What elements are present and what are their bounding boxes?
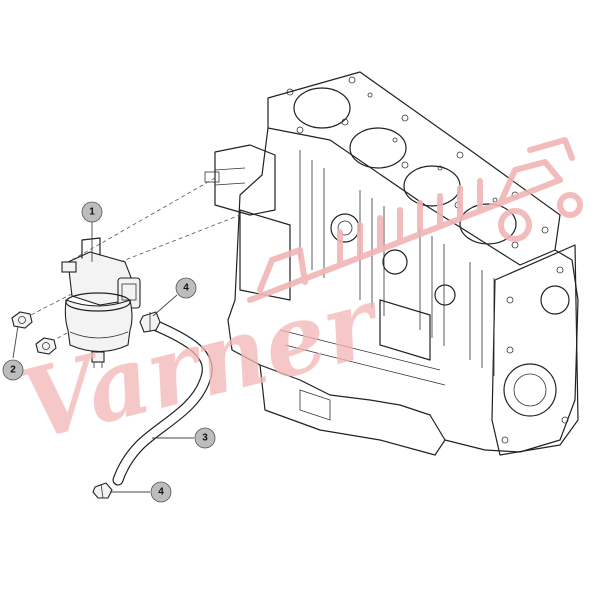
callout-4-lower: 4 bbox=[110, 481, 172, 503]
block-outline bbox=[227, 127, 579, 453]
drain-plug bbox=[91, 351, 105, 363]
fuel-inlet-fitting bbox=[61, 261, 77, 273]
cylinder-bore bbox=[349, 127, 407, 169]
cylinder-bore bbox=[459, 203, 517, 245]
hose-clamp bbox=[92, 482, 113, 499]
filter-bowl bbox=[64, 299, 133, 353]
callout-3: 3 bbox=[152, 427, 216, 449]
cylinder-head-deck bbox=[267, 71, 561, 266]
callout-1: 1 bbox=[81, 201, 103, 262]
callout-2: 2 bbox=[2, 325, 24, 381]
callout-label: 4 bbox=[158, 487, 164, 498]
callout-4-upper: 4 bbox=[152, 277, 197, 317]
block-ribs bbox=[299, 150, 495, 376]
inspection-cover bbox=[379, 299, 431, 361]
fuel-filter-assembly bbox=[61, 237, 141, 368]
callout-label: 4 bbox=[183, 283, 189, 294]
cylinder-bore bbox=[403, 165, 461, 207]
hex-nut bbox=[35, 337, 57, 355]
boss-port bbox=[382, 249, 408, 275]
side-panel bbox=[239, 209, 291, 301]
bracket-stud bbox=[204, 171, 220, 183]
coolant-port bbox=[330, 213, 360, 243]
cylinder-bore bbox=[293, 87, 351, 129]
watermark-tractor bbox=[247, 137, 583, 303]
callout-label: 2 bbox=[10, 365, 16, 376]
crankcase-lower bbox=[259, 364, 446, 456]
boss-port bbox=[434, 284, 456, 306]
callout-label: 3 bbox=[202, 433, 208, 444]
engine-block bbox=[204, 71, 579, 456]
fuel-hose bbox=[112, 318, 213, 486]
callout-label: 1 bbox=[89, 207, 95, 218]
crank-bore bbox=[503, 363, 557, 417]
rear-plate-bolts bbox=[501, 266, 569, 444]
cam-bore bbox=[540, 285, 570, 315]
rear-plate bbox=[491, 244, 579, 456]
hex-nuts bbox=[11, 311, 57, 355]
hex-nut bbox=[11, 311, 33, 329]
front-bracket bbox=[214, 144, 276, 216]
filter-bracket bbox=[81, 237, 101, 259]
hose-clamp bbox=[139, 311, 161, 333]
